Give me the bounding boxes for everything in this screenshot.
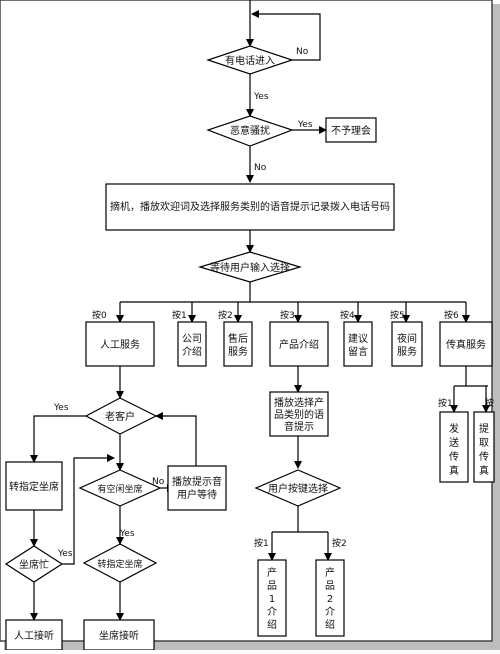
label-product2-5: 绍 — [325, 618, 335, 631]
label-company-intro-2: 介绍 — [182, 345, 202, 358]
label-product1-5: 绍 — [267, 618, 277, 631]
edge-label-no-2: No — [254, 163, 267, 173]
label-ignore: 不予理会 — [331, 124, 371, 137]
label-fetch-fax-2: 取 — [479, 437, 489, 449]
decision-incoming-call — [206, 45, 294, 75]
box-manual-answer — [5, 619, 63, 651]
label-product1-3: 1 — [269, 594, 275, 605]
label-company-intro-1: 公司 — [182, 334, 202, 345]
decision-old-customer — [84, 397, 158, 435]
box-fetch-fax — [473, 411, 495, 483]
label-play-category-3: 音提示 — [284, 420, 314, 433]
label-product2-1: 产 — [325, 566, 335, 579]
box-transfer-agent-1 — [5, 461, 63, 511]
edge-no-loop — [251, 10, 321, 61]
label-agent-answer: 坐席接听 — [99, 629, 139, 642]
label-fetch-fax-3: 传 — [479, 451, 489, 463]
edge-old-yes — [30, 415, 86, 463]
edge-label-yes-old: Yes — [53, 403, 69, 413]
edge-label-no-idle: No — [152, 477, 165, 487]
edge-label-no-top: No — [296, 47, 309, 57]
edges — [30, 0, 490, 621]
label-suggestion-1: 建议 — [348, 332, 368, 345]
label-after-sales-2: 服务 — [228, 345, 248, 358]
label-product2-2: 品 — [325, 580, 335, 592]
label-transfer-agent-2: 转指定坐席 — [97, 558, 142, 570]
decision-transfer-agent-2 — [82, 543, 158, 583]
label-fax-service: 传真服务 — [446, 338, 486, 351]
page-frame — [0, 0, 493, 642]
box-product1 — [257, 559, 287, 637]
edge-label-key3: 按3 — [280, 309, 295, 321]
edge-label-yes-idle: Yes — [119, 529, 135, 539]
label-manual-answer: 人工接听 — [14, 629, 54, 642]
decision-wait-input — [197, 251, 303, 283]
box-product-intro — [269, 321, 329, 367]
label-product2-4: 介 — [325, 606, 335, 618]
label-idle-agent: 有空闲坐席 — [97, 483, 142, 495]
edge-label-key0: 按0 — [92, 309, 107, 321]
box-night-service — [391, 321, 423, 367]
label-wait-input: 等待用户输入选择 — [210, 261, 290, 274]
label-send-fax-1: 发 — [449, 422, 459, 435]
edge-label-fkey1: 按1 — [438, 397, 453, 409]
box-fax-service — [439, 321, 493, 367]
edge-label-fkey2: 按 — [485, 397, 494, 409]
box-pickup — [105, 183, 395, 231]
edge-play-loop — [155, 412, 197, 470]
decision-harassment — [206, 115, 294, 147]
decision-agent-busy — [4, 545, 64, 583]
label-play-category-2: 品类别的语 — [274, 408, 324, 421]
label-send-fax-3: 传 — [449, 451, 459, 463]
label-night-service-1: 夜间 — [397, 332, 417, 345]
label-fetch-fax-1: 提 — [479, 423, 489, 435]
label-product1-4: 介 — [267, 606, 277, 618]
box-suggestion — [343, 321, 373, 367]
label-fetch-fax-4: 真 — [479, 464, 489, 477]
label-after-sales-1: 售后 — [228, 332, 248, 345]
label-night-service-2: 服务 — [397, 345, 417, 358]
label-play-wait-2: 用户等待 — [177, 488, 217, 501]
edge-label-yes-2: Yes — [297, 120, 313, 130]
edge-label-key2: 按2 — [218, 309, 233, 321]
label-old-customer: 老客户 — [105, 410, 135, 423]
box-company-intro — [177, 321, 207, 367]
edge-label-key5: 按5 — [390, 309, 405, 321]
label-send-fax-2: 送 — [449, 436, 459, 449]
label-pickup: 摘机，播放欢迎词及选择服务类别的语音提示记录拨入电话号码 — [110, 200, 390, 213]
label-product1-1: 产 — [267, 566, 277, 579]
edge-label-pkey1: 按1 — [254, 537, 269, 549]
edge-label-key6: 按6 — [444, 309, 459, 321]
box-play-wait — [167, 465, 227, 511]
label-incoming-call: 有电话进入 — [225, 54, 275, 67]
edge-label-yes-busy: Yes — [57, 549, 73, 559]
label-manual-service: 人工服务 — [100, 338, 140, 351]
label-product1-2: 品 — [267, 580, 277, 592]
box-after-sales — [223, 321, 253, 367]
label-user-key: 用户按键选择 — [268, 482, 328, 495]
label-agent-busy: 坐席忙 — [19, 558, 49, 571]
box-ignore — [325, 117, 377, 143]
box-play-category — [269, 391, 329, 437]
label-product2-3: 2 — [327, 594, 333, 605]
box-send-fax — [439, 411, 469, 483]
decision-user-key — [254, 469, 342, 507]
edge-label-key1: 按1 — [172, 309, 187, 321]
edge-label-key4: 按4 — [340, 309, 355, 321]
edge-label-pkey2: 按2 — [332, 537, 347, 549]
box-manual-service — [85, 321, 155, 367]
label-transfer-agent-1: 转指定坐席 — [9, 480, 59, 493]
box-product2 — [315, 559, 345, 637]
decision-idle-agent — [78, 469, 162, 507]
label-play-category-1: 播放选择产 — [274, 396, 324, 409]
label-product-intro: 产品介绍 — [279, 338, 319, 351]
label-suggestion-2: 留言 — [348, 345, 368, 358]
label-send-fax-4: 真 — [449, 464, 459, 477]
edge-busy-yes — [62, 454, 115, 565]
label-play-wait-1: 播放提示音 — [172, 475, 222, 488]
edge-label-yes-1: Yes — [253, 92, 269, 102]
label-harassment: 恶意骚扰 — [230, 124, 270, 137]
